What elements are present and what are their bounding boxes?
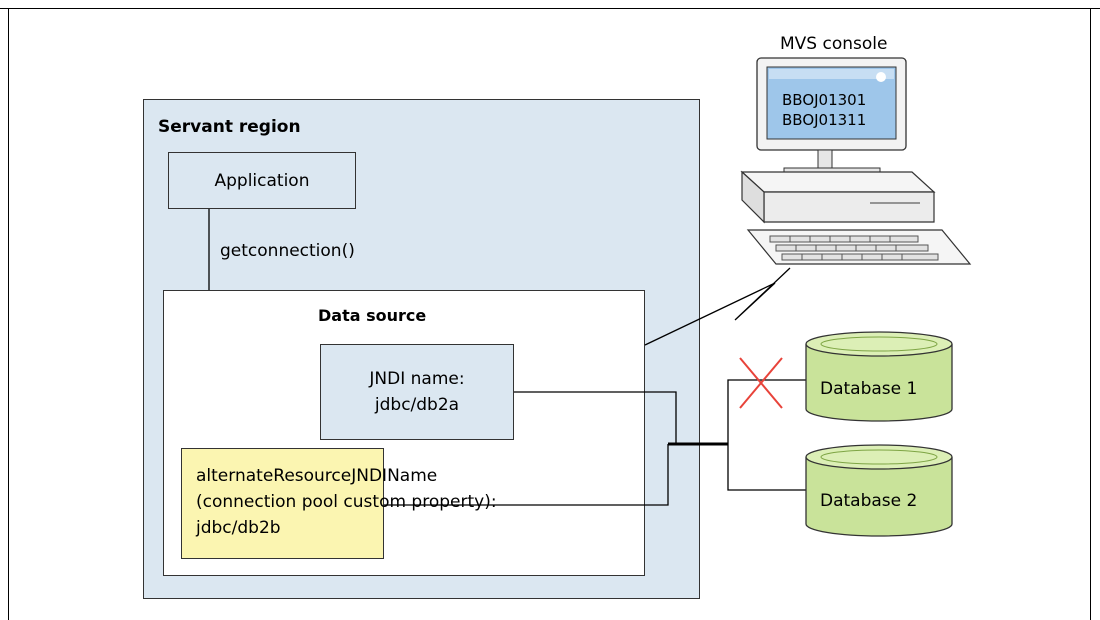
alternate-connector bbox=[384, 444, 669, 506]
alternate-jndi-property-name: alternateResourceJNDIName bbox=[196, 466, 438, 486]
data-source-title: Data source bbox=[318, 306, 427, 325]
jndi-name-value: jdbc/db2a bbox=[374, 395, 460, 415]
mvs-console-keyboard-icon bbox=[746, 229, 972, 265]
figure-frame-right bbox=[1090, 8, 1091, 620]
console-message-link bbox=[644, 267, 791, 346]
database1-label: Database 1 bbox=[820, 379, 918, 399]
database2-label: Database 2 bbox=[820, 491, 918, 511]
console-message-1: BBOJ01301 bbox=[782, 91, 867, 109]
alternate-jndi-property-type: (connection pool custom property): bbox=[196, 492, 497, 512]
connection-failed-icon bbox=[739, 357, 783, 409]
jndi-connector bbox=[514, 391, 677, 444]
jndi-name-label: JNDI name: bbox=[369, 369, 465, 389]
figure-frame-top bbox=[0, 8, 1100, 9]
application-box: Application bbox=[168, 152, 356, 209]
getconnection-call-label: getconnection() bbox=[220, 241, 355, 261]
mvs-console-system-unit-icon bbox=[740, 170, 936, 224]
figure-frame-left bbox=[8, 8, 9, 620]
application-label: Application bbox=[214, 170, 310, 191]
database1-connector bbox=[727, 379, 810, 444]
database2-connector bbox=[727, 444, 810, 491]
alternate-jndi-value: jdbc/db2b bbox=[196, 518, 281, 538]
servant-region-title: Servant region bbox=[158, 117, 301, 137]
database2-icon bbox=[805, 444, 953, 537]
alternate-jndi-box bbox=[181, 448, 384, 559]
jndi-name-box: JNDI name: jdbc/db2a bbox=[320, 344, 514, 440]
alternate-jndi-text: alternateResourceJNDIName (connection po… bbox=[196, 463, 497, 541]
database1-icon bbox=[805, 331, 953, 422]
mvs-console-label: MVS console bbox=[780, 34, 888, 54]
console-message-2: BBOJ01311 bbox=[782, 111, 867, 129]
